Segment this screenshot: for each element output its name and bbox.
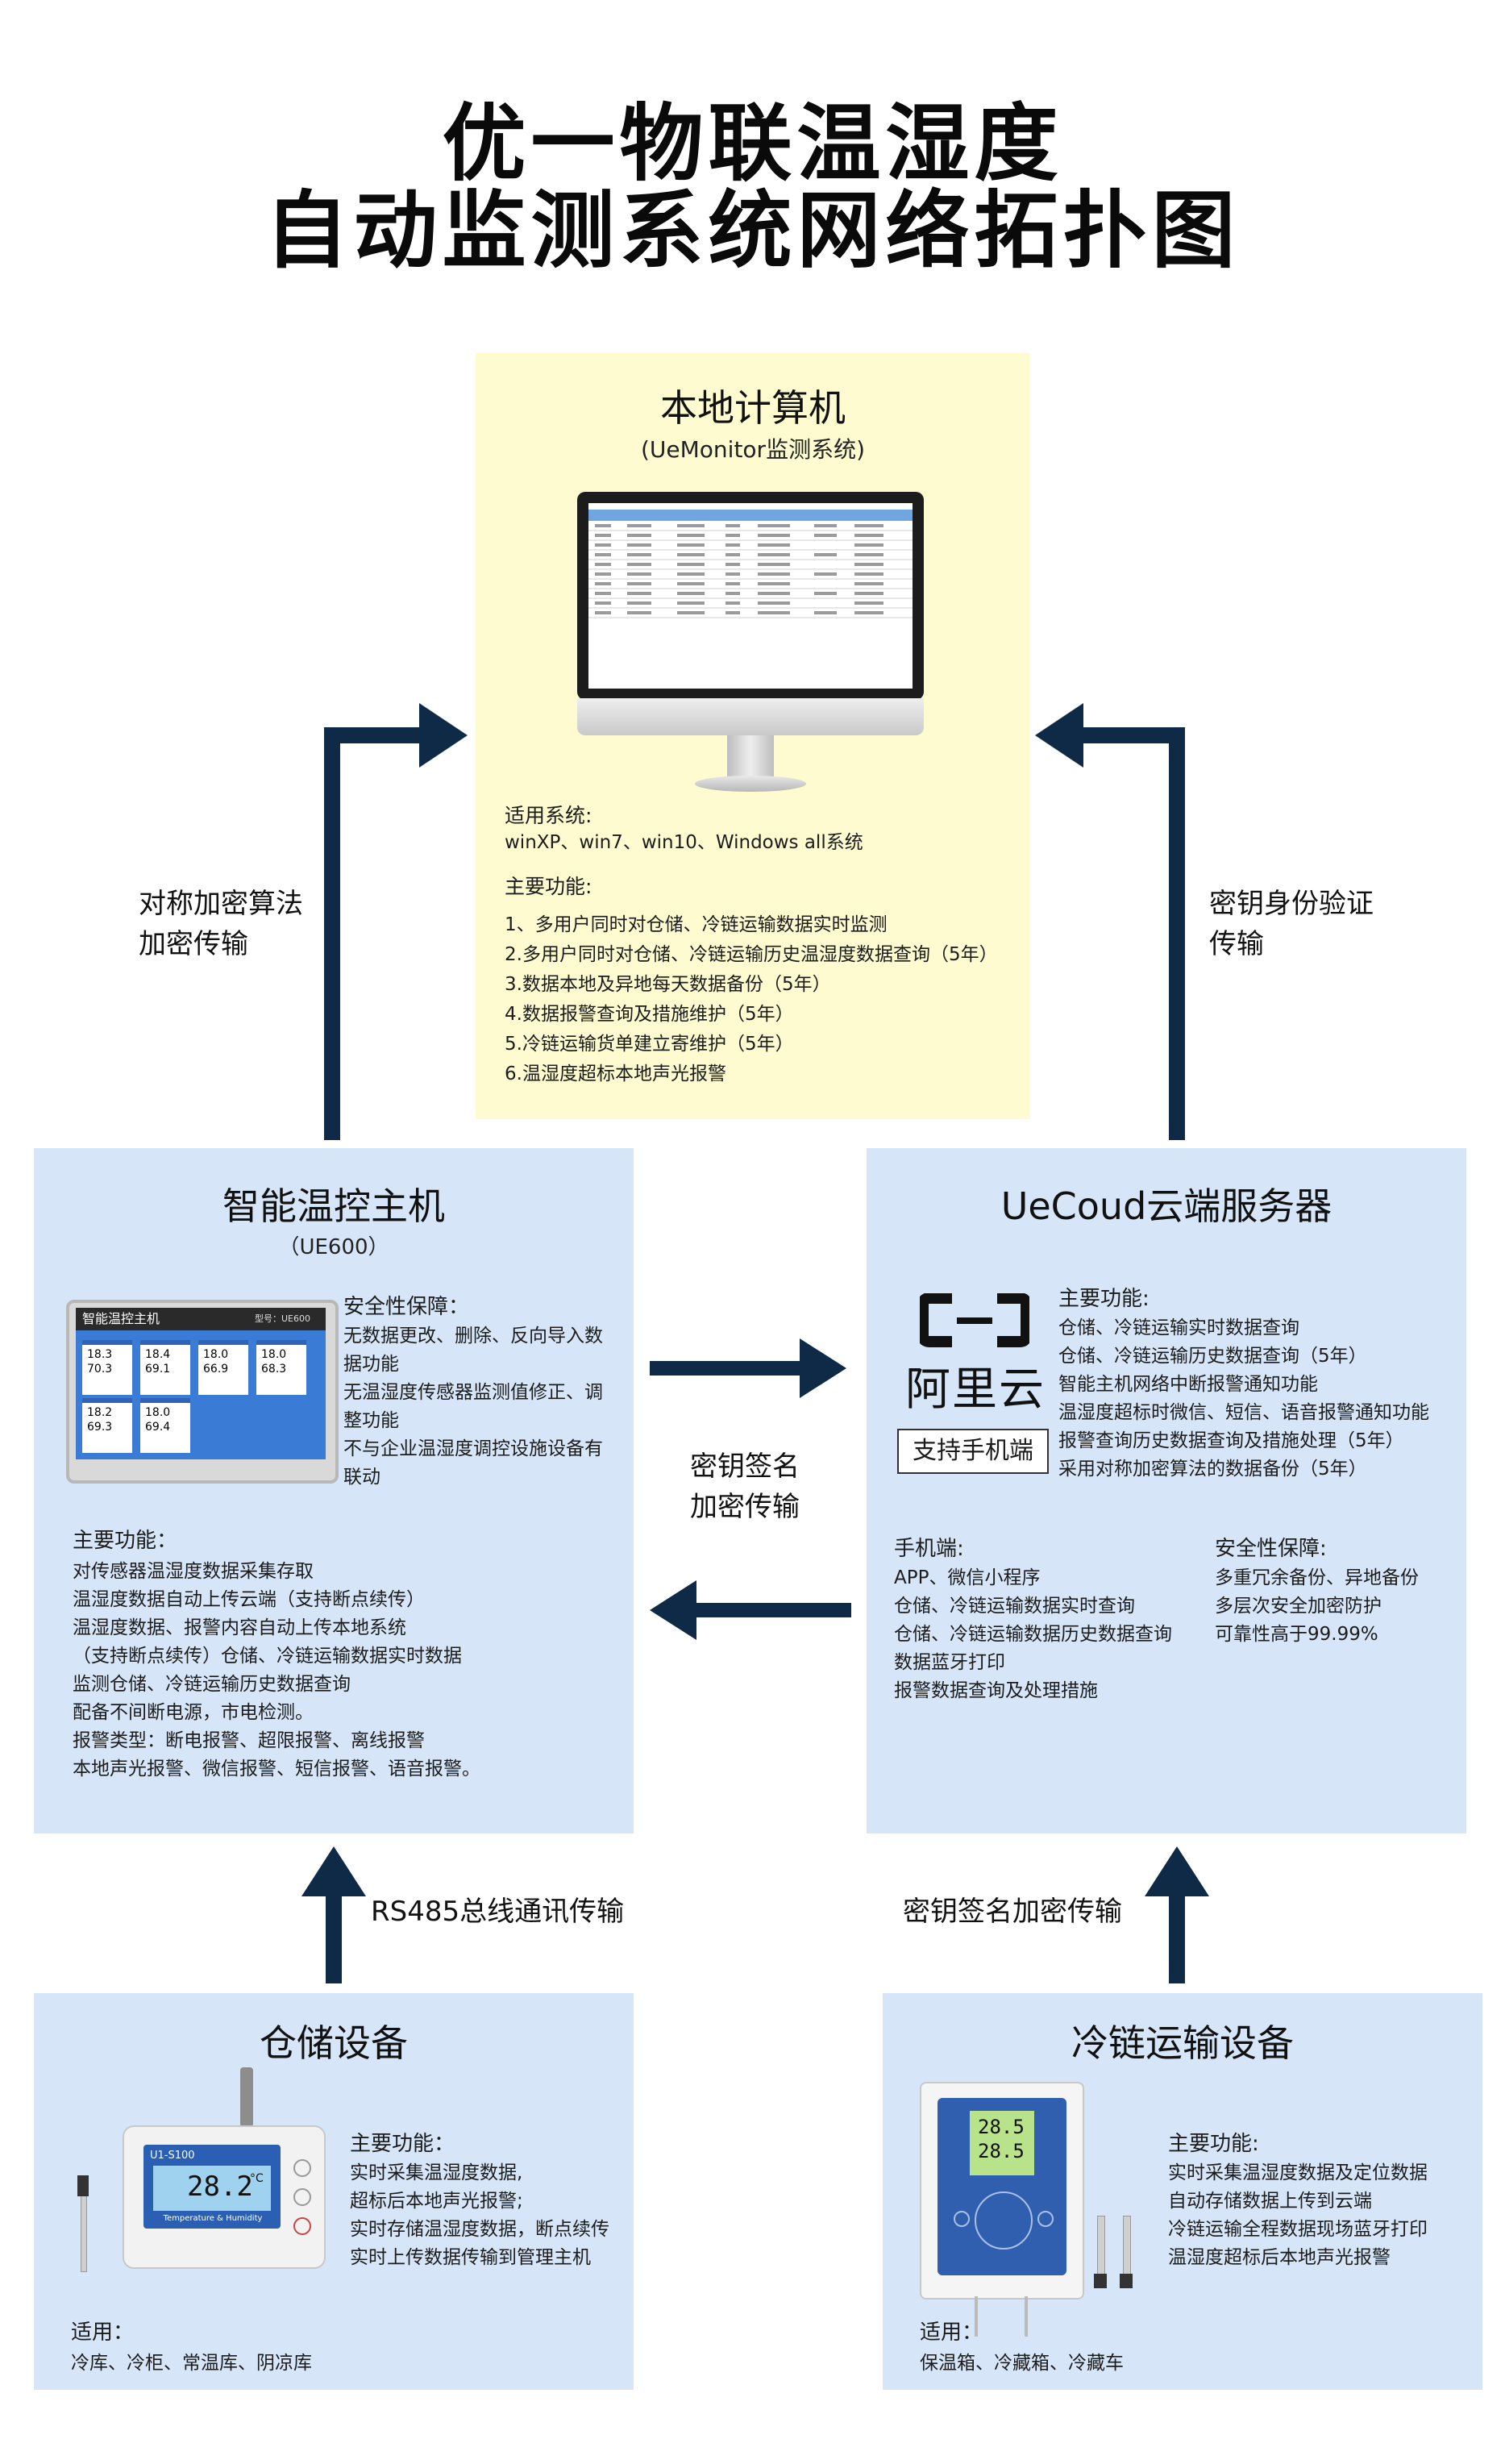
right-link-label: 密钥身份验证 传输 (1209, 888, 1374, 960)
coldchain-usage-label: 适用： (920, 2320, 983, 2345)
page-title-line1: 优一物联温湿度 (442, 94, 1063, 193)
recorder-lcd: 28.5 28.5 (970, 2111, 1034, 2175)
coldchain-title: 冷链运输设备 (1071, 2021, 1294, 2065)
host-subtitle: （UE600） (278, 1235, 389, 1259)
u1-s100-screen: U1-S100 28.2 °C Temperature & Humidity (143, 2145, 281, 2229)
sensor-tile: 18.0 68.3 (256, 1340, 306, 1395)
local-pc-function-5: 5.冷链运输货单建立寄维护（5年） (505, 1034, 794, 1055)
cloud-security-items: 多重冗余备份、异地备份 多层次安全加密防护 可靠性高于99.99% (1215, 1567, 1419, 1645)
coldchain-panel: 冷链运输设备 28.5 28.5 主要功能: 实时采集温湿度数据及定位数据 自动… (883, 1993, 1482, 2390)
local-pc-function-4: 4.数据报警查询及措施维护（5年） (505, 1004, 794, 1025)
coldchain-usage-text: 保温箱、冷藏箱、冷藏车 (920, 2353, 1124, 2374)
host-title: 智能温控主机 (222, 1184, 445, 1228)
local-pc-function-6: 6.温湿度超标本地声光报警 (505, 1063, 726, 1084)
storage-title: 仓储设备 (260, 2021, 408, 2065)
ue600-screen-title: 智能温控主机 (82, 1311, 160, 1326)
local-pc-function-3: 3.数据本地及异地每天数据备份（5年） (505, 974, 831, 995)
recorder-probe (1123, 2216, 1131, 2282)
local-pc-function-2: 2.多用户同时对仓储、冷链运输历史温湿度数据查询（5年） (505, 944, 998, 965)
software-table-preview (588, 510, 913, 618)
cloud-security-title: 安全性保障: (1215, 1537, 1327, 1561)
ue600-model-text: 型号：UE600 (255, 1313, 310, 1324)
storage-functions-label: 主要功能： (350, 2132, 455, 2156)
u1-s100-model: U1-S100 (150, 2150, 195, 2162)
host-security-label: 安全性保障： (343, 1295, 470, 1319)
sensor-tile: 18.0 69.4 (140, 1398, 190, 1453)
storage-panel: 仓储设备 U1-S100 28.2 °C Temperature & Humid… (34, 1993, 634, 2390)
local-pc-systems-value: winXP、win7、win10、Windows all系统 (505, 832, 863, 853)
mobile-items: APP、微信小程序 仓储、冷链运输数据实时查询 仓储、冷链运输数据历史数据查询 … (894, 1567, 1172, 1701)
sensor-tile: 18.4 69.1 (140, 1340, 190, 1395)
monitor-screen (588, 503, 913, 689)
coldchain-recorder-image: 28.5 28.5 (920, 2082, 1084, 2300)
host-security-text: 无数据更改、删除、反向导入数 据功能 无温湿度传感器监测值修正、调 整功能 不与… (343, 1326, 603, 1488)
button-icon (293, 2159, 311, 2177)
probe-cap (77, 2175, 89, 2196)
sensor-tile: 18.0 66.9 (198, 1340, 248, 1395)
middle-link-label: 密钥签名 加密传输 (690, 1451, 800, 1523)
monitor-chin (577, 698, 924, 735)
recorder-face: 28.5 28.5 (938, 2098, 1066, 2275)
recorder-button-icon (1037, 2211, 1054, 2227)
local-pc-function-1: 1、多用户同时对仓储、冷链运输数据实时监测 (505, 914, 888, 935)
left-link-label: 对称加密算法 加密传输 (139, 888, 303, 960)
ue600-screen: 18.3 70.3 18.4 69.1 18.0 66.9 18.0 68.3 … (76, 1330, 326, 1459)
alarm-led-icon (293, 2217, 311, 2235)
u1-s100-device-image: U1-S100 28.2 °C Temperature & Humidity (123, 2125, 326, 2269)
u1-s100-lcd: 28.2 °C (153, 2166, 271, 2211)
probe-cap (1094, 2274, 1107, 2288)
recorder-button-ring-icon (975, 2191, 1033, 2250)
storage-functions-text: 实时采集温湿度数据, 超标后本地声光报警; 实时存储温湿度数据，断点续传 实时上… (350, 2162, 609, 2268)
sensor-probe-top (240, 2067, 253, 2127)
cloud-title: UeCoud云端服务器 (1000, 1184, 1332, 1228)
recorder-button-icon (954, 2211, 970, 2227)
recorder-reading-1: 28.5 (978, 2116, 1025, 2138)
u1-s100-reading: 28.2 (187, 2171, 253, 2203)
page-title-line2: 自动监测系统网络拓扑图 (264, 181, 1241, 280)
host-functions-text: 对传感器温湿度数据采集存取 温湿度数据自动上传云端（支持断点续传） 温湿度数据、… (73, 1561, 480, 1779)
local-pc-panel: 本地计算机 (UeMonitor监测系统) (476, 353, 1030, 1119)
mobile-title: 手机端: (894, 1537, 964, 1561)
coldchain-functions-text: 实时采集温湿度数据及定位数据 自动存储数据上传到云端 冷链运输全程数据现场蓝牙打… (1168, 2162, 1428, 2268)
storage-usage-label: 适用： (71, 2320, 135, 2345)
recorder-probe (1097, 2216, 1105, 2282)
coldchain-link-label: 密钥签名加密传输 (903, 1896, 1122, 1928)
host-panel: 智能温控主机 （UE600） 智能温控主机 型号：UE600 18.3 70.3… (34, 1148, 634, 1833)
coldchain-functions-label: 主要功能: (1168, 2132, 1259, 2156)
sensor-tile: 18.2 69.3 (82, 1398, 132, 1453)
aliyun-logo-text: 阿里云 (905, 1363, 1046, 1416)
local-pc-title: 本地计算机 (660, 386, 846, 430)
monitor-base (695, 776, 806, 792)
sensor-tile: 18.3 70.3 (82, 1340, 132, 1395)
ue600-device-image: 智能温控主机 型号：UE600 18.3 70.3 18.4 69.1 18.0… (66, 1300, 339, 1484)
cloud-panel: UeCoud云端服务器 阿里云 支持手机端 主要功能: 仓储、冷链运输实时数据查… (867, 1148, 1466, 1833)
recorder-cable (1025, 2296, 1028, 2337)
cloud-functions-label: 主要功能: (1058, 1287, 1150, 1311)
u1-s100-caption: Temperature & Humidity (163, 2214, 263, 2223)
recorder-cable (975, 2296, 978, 2337)
host-functions-label: 主要功能： (73, 1529, 178, 1553)
recorder-reading-2: 28.5 (978, 2140, 1025, 2162)
mobile-support-badge: 支持手机端 (897, 1429, 1049, 1474)
cloud-functions-text: 仓储、冷链运输实时数据查询 仓储、冷链运输历史数据查询（5年） 智能主机网络中断… (1058, 1317, 1429, 1480)
u1-s100-unit: °C (250, 2172, 264, 2185)
local-pc-functions-label: 主要功能: (505, 875, 592, 898)
aliyun-logo-icon (920, 1293, 1029, 1347)
storage-usage-text: 冷库、冷柜、常温库、阴凉库 (71, 2353, 312, 2374)
probe-cap (1120, 2274, 1133, 2288)
button-icon (293, 2188, 311, 2206)
rs485-link-label: RS485总线通讯传输 (371, 1896, 625, 1928)
local-pc-subtitle: (UeMonitor监测系统) (640, 436, 865, 463)
local-pc-systems-label: 适用系统: (505, 804, 592, 827)
